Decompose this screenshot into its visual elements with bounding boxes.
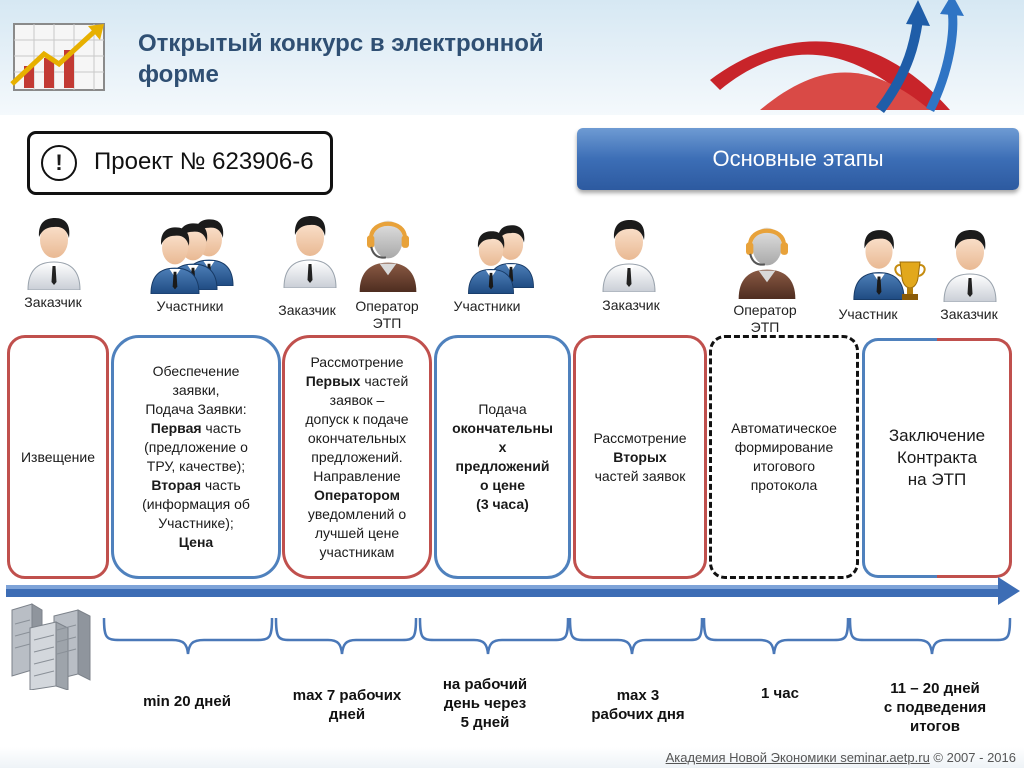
actor-label-uchastnik: Участник [838,306,898,322]
brace-3 [418,617,570,655]
businessman-icon [940,222,1000,302]
duration-braces [102,617,1012,655]
actor-label-zakazchik-4: Заказчик [940,306,998,322]
trophy-icon [894,261,926,300]
businessman-icon [280,208,340,288]
participants-group-icon [468,224,534,294]
brace-4 [568,617,704,655]
stage-izveshchenie: Извещение [7,335,109,579]
stage-avtomaticheskoe-formirovanie: Автоматическое формирование итогового пр… [709,335,859,579]
stage-podacha-okonchatelnyh: Подача окончательны х предложений о цене… [434,335,571,579]
duration-2: max 7 рабочих дней [292,687,402,723]
brace-6 [848,617,1012,655]
businessman-icon [24,210,84,290]
timeline-arrow [6,577,1020,605]
participants-group-icon [150,218,234,294]
duration-5: 1 час [761,685,799,702]
actor-label-zakazchik-1: Заказчик [24,294,82,310]
stage-zaklyuchenie-kontrakta: Заключение Контракта на ЭТП [862,338,1012,578]
page-title: Открытый конкурс в электронной форме [138,30,544,88]
duration-3: на рабочий день через 5 дней [442,676,528,731]
header-banner: Открытый конкурс в электронной форме [0,0,1024,115]
main-stages-banner: Основные этапы [577,128,1019,190]
businessman-icon [599,212,659,292]
buildings-icon [11,603,91,690]
project-number-box: ! Проект № 623906-6 [27,131,333,195]
actor-label-operator-1: Оператор ЭТП [355,298,419,331]
project-label: Проект № 623906-6 [94,148,314,175]
actor-label-operator-2: Оператор ЭТП [733,302,797,335]
stage-podacha-zayavki: Обеспечение заявки, Подача Заявки: Перва… [111,335,281,579]
actor-label-zakazchik-2: Заказчик [278,302,336,318]
footer-org-link[interactable]: Академия Новой Экономики seminar.aetp.ru [665,750,930,765]
brace-1 [102,617,274,655]
actor-label-zakazchik-3: Заказчик [602,297,660,313]
actor-label-uchastniki-2: Участники [453,298,521,314]
actor-label-uchastniki-1: Участники [156,298,224,314]
swoosh-arrow-icon [710,0,964,113]
exclamation-icon: ! [41,145,77,181]
duration-6: 11 – 20 дней с подведения итогов [883,680,987,735]
duration-4: max 3 рабочих дня [591,687,685,723]
footer: Академия Новой Экономики seminar.aetp.ru… [0,747,1024,768]
duration-1: min 20 дней [143,693,231,710]
chart-arrow-logo-icon [10,23,105,91]
stage-rassmotrenie-pervyh: Рассмотрение Первых частей заявок – допу… [282,335,432,579]
stage-rassmotrenie-vtoryh: Рассмотрение Вторых частей заявок [573,335,707,579]
brace-2 [274,617,418,655]
brace-5 [702,617,850,655]
footer-copyright: © 2007 - 2016 [929,750,1016,765]
operator-headset-icon [735,215,799,299]
operator-headset-icon [356,208,420,292]
